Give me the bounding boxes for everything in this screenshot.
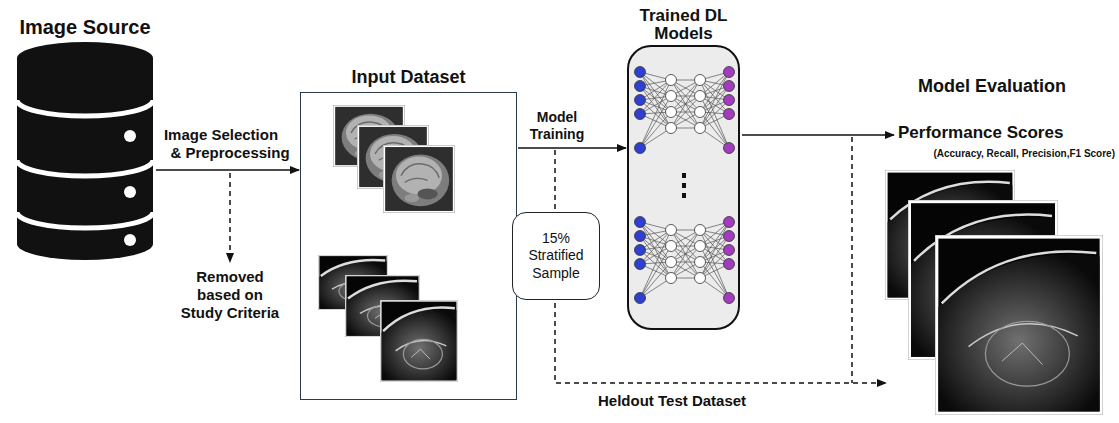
dataset-label: Heldout Test Dataset (598, 392, 746, 410)
network-neuron (666, 107, 677, 118)
network-neuron (724, 143, 735, 154)
database-dot (124, 186, 136, 198)
network-neuron (666, 123, 677, 134)
database-dot (124, 130, 136, 142)
neural-networks (635, 67, 735, 304)
database-dot (124, 234, 136, 246)
network-neuron (695, 257, 706, 268)
section-heading: Model Evaluation (918, 76, 1066, 98)
evaluation-dashed-line (851, 137, 853, 383)
network-neuron (724, 217, 735, 228)
network-neuron (666, 75, 677, 86)
database-icon (17, 42, 153, 260)
network-link (640, 96, 671, 148)
network-neuron (666, 273, 677, 284)
network-neuron (666, 257, 677, 268)
node-heading: Image Source (19, 16, 150, 38)
network-neuron (695, 225, 706, 236)
network-neuron (724, 81, 735, 92)
database-separator (17, 160, 153, 176)
network-neuron (666, 91, 677, 102)
flow-arrow (156, 169, 299, 171)
network-neuron (635, 67, 646, 78)
network-neuron (724, 293, 735, 304)
network-neuron (724, 67, 735, 78)
network-link (671, 80, 700, 128)
network-neuron (635, 231, 646, 242)
network-neuron (635, 259, 646, 270)
dataset-box: Input Dataset (300, 92, 517, 400)
note-text: Removed based on Study Criteria (175, 268, 285, 322)
wrap-spacer (282, 126, 300, 141)
network-neuron (695, 107, 706, 118)
network-neuron (724, 245, 735, 256)
database-separator (17, 212, 153, 228)
network-neuron (724, 259, 735, 270)
node-heading: Input Dataset (351, 68, 465, 88)
network-neuron (635, 217, 646, 228)
network-link (671, 80, 700, 128)
removed-dashed-arrow (229, 173, 231, 262)
database-body (17, 42, 153, 260)
database-separator (17, 100, 153, 116)
network-neuron (724, 109, 735, 120)
network-neuron (695, 123, 706, 134)
result-heading: Performance Scores (898, 123, 1063, 143)
network-neuron (635, 81, 646, 92)
sample-box: 15% Stratified Sample (512, 212, 600, 300)
network-neuron (635, 245, 646, 256)
network-neuron (635, 293, 646, 304)
network-link (640, 246, 671, 298)
network-neuron (666, 225, 677, 236)
flow-arrow (518, 147, 626, 149)
ellipsis-dot (682, 183, 686, 188)
ellipsis-dot (682, 193, 686, 198)
edge-label: Model Training (525, 109, 589, 143)
network-neuron (695, 75, 706, 86)
network-neuron (695, 91, 706, 102)
metric-list: (Accuracy, Recall, Precision,F1 Score) (933, 148, 1115, 160)
evaluation-arrow (742, 134, 894, 136)
network-neuron (724, 95, 735, 106)
ultrasound-image (380, 300, 458, 382)
edge-label: Image Selection & Preprocessing (160, 126, 300, 162)
network-link (671, 230, 700, 278)
database-node: Image Source (15, 42, 155, 260)
network-neuron (635, 95, 646, 106)
network-neuron (635, 143, 646, 154)
ellipsis-dot (682, 173, 686, 178)
heldout-dashed-arrow (555, 150, 886, 383)
network-neuron (695, 273, 706, 284)
model-box-fill (627, 45, 740, 330)
network-neuron (635, 109, 646, 120)
node-heading: Trained DL Models (640, 7, 728, 44)
network-neuron (666, 241, 677, 252)
network-neuron (695, 241, 706, 252)
node-text: 15% Stratified Sample (517, 230, 595, 283)
network-link (671, 230, 700, 278)
test-ultrasound-image (935, 235, 1103, 415)
model-box: Trained DL Models (627, 45, 740, 330)
mri-image (383, 145, 455, 213)
network-neuron (724, 231, 735, 242)
